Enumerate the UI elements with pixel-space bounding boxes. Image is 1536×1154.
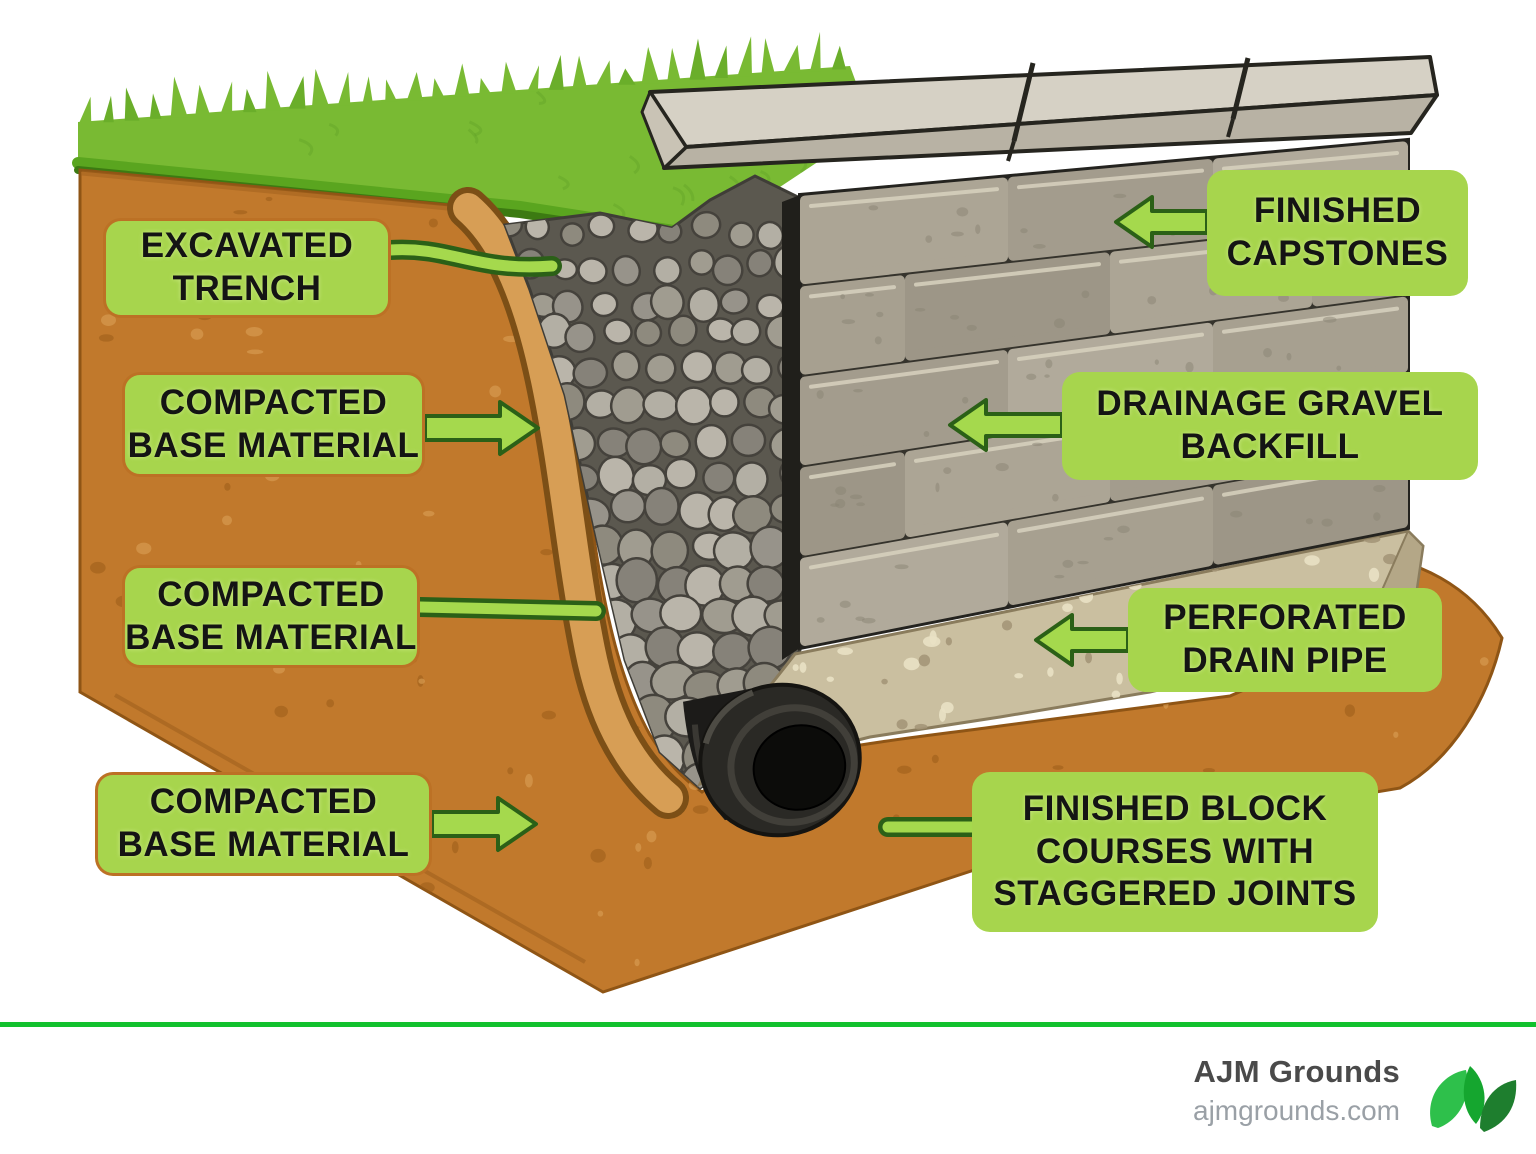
brand-name: AJM Grounds [1193,1054,1400,1089]
brand-website: ajmgrounds.com [1193,1095,1400,1126]
trench-lining [447,187,689,819]
arrow-perforated-drain-pipe [1034,613,1130,667]
label-perforated-drain-pipe: PERFORATED DRAIN PIPE [1128,588,1442,692]
grass-blades [78,31,847,124]
arrow-finished-capstones [1114,195,1209,249]
footer-divider [0,1022,1536,1027]
capstones [640,55,1439,170]
label-compacted-base-1: COMPACTED BASE MATERIAL [122,372,425,477]
label-compacted-base-2: COMPACTED BASE MATERIAL [122,565,420,668]
label-drainage-gravel-backfill: DRAINAGE GRAVEL BACKFILL [1062,372,1478,480]
arrow-compacted-base-1 [423,400,540,456]
drainage-gravel-column [502,174,802,790]
arrow-compacted-base-3 [430,796,538,852]
label-finished-block-courses: FINISHED BLOCK COURSES WITH STAGGERED JO… [972,772,1378,932]
label-finished-capstones: FINISHED CAPSTONES [1207,170,1468,296]
brand-block: AJM Grounds ajmgrounds.com [1193,1054,1400,1127]
leaf-logo-icon [1430,1066,1517,1132]
annotation-arrows [380,195,1209,852]
drain-pipe [683,682,862,838]
label-compacted-base-3: COMPACTED BASE MATERIAL [95,772,432,876]
arrow-drainage-gravel [948,398,1064,452]
label-excavated-trench: EXCAVATED TRENCH [103,218,391,318]
